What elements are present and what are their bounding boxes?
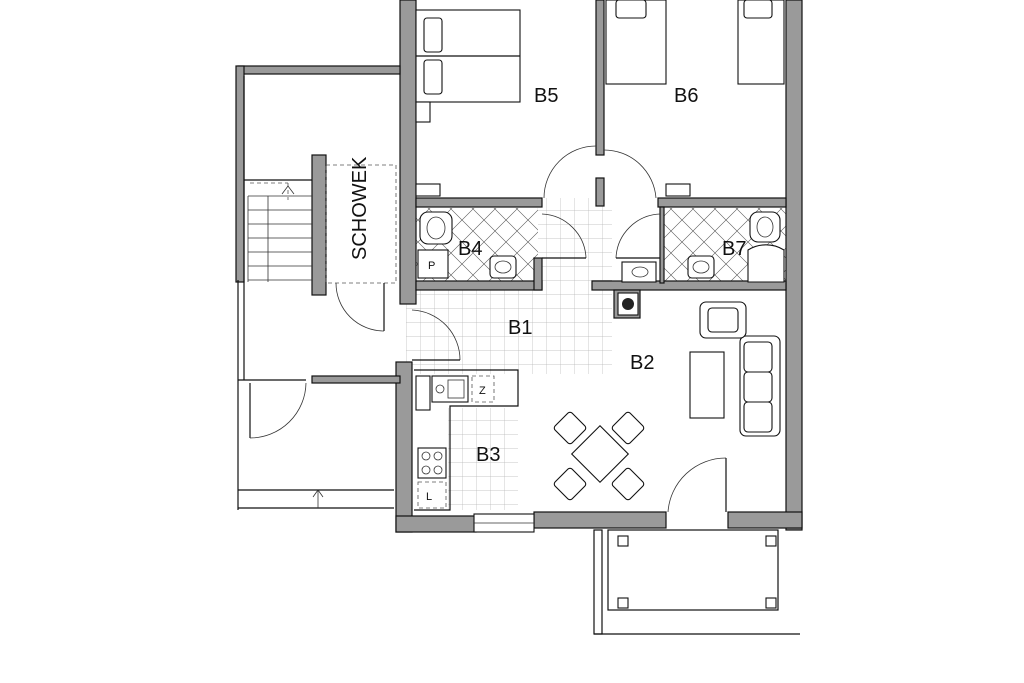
room-label-b5: B5: [534, 85, 558, 107]
bedroom-furniture: [415, 0, 785, 197]
room-label-b2: B2: [630, 352, 654, 374]
room-label-b1: B1: [508, 317, 532, 339]
room-label-b4: B4: [458, 238, 482, 260]
dishwasher-label: L: [426, 491, 432, 503]
walls: [235, 0, 803, 533]
staircase: SCHOWEK: [237, 76, 397, 510]
room-label-b6: B6: [674, 85, 698, 107]
bathroom-fixtures: P: [417, 211, 785, 316]
kitchen: Z L: [414, 369, 519, 511]
room-labels: B5 B6 B4 B7 B1 B2 B3: [458, 85, 746, 466]
stove-icon: [417, 447, 447, 479]
balcony: [593, 529, 800, 635]
living-furniture: [473, 301, 781, 533]
washer-label: P: [428, 260, 435, 272]
room-label-b7: B7: [722, 238, 746, 260]
hall-tiles: [538, 198, 612, 288]
doors: [411, 145, 727, 513]
b3-tiles: [448, 408, 518, 510]
fridge-label: Z: [479, 385, 486, 397]
floor-tiles: [406, 198, 786, 510]
storage-label: SCHOWEK: [349, 156, 371, 260]
room-label-b3: B3: [476, 444, 500, 466]
